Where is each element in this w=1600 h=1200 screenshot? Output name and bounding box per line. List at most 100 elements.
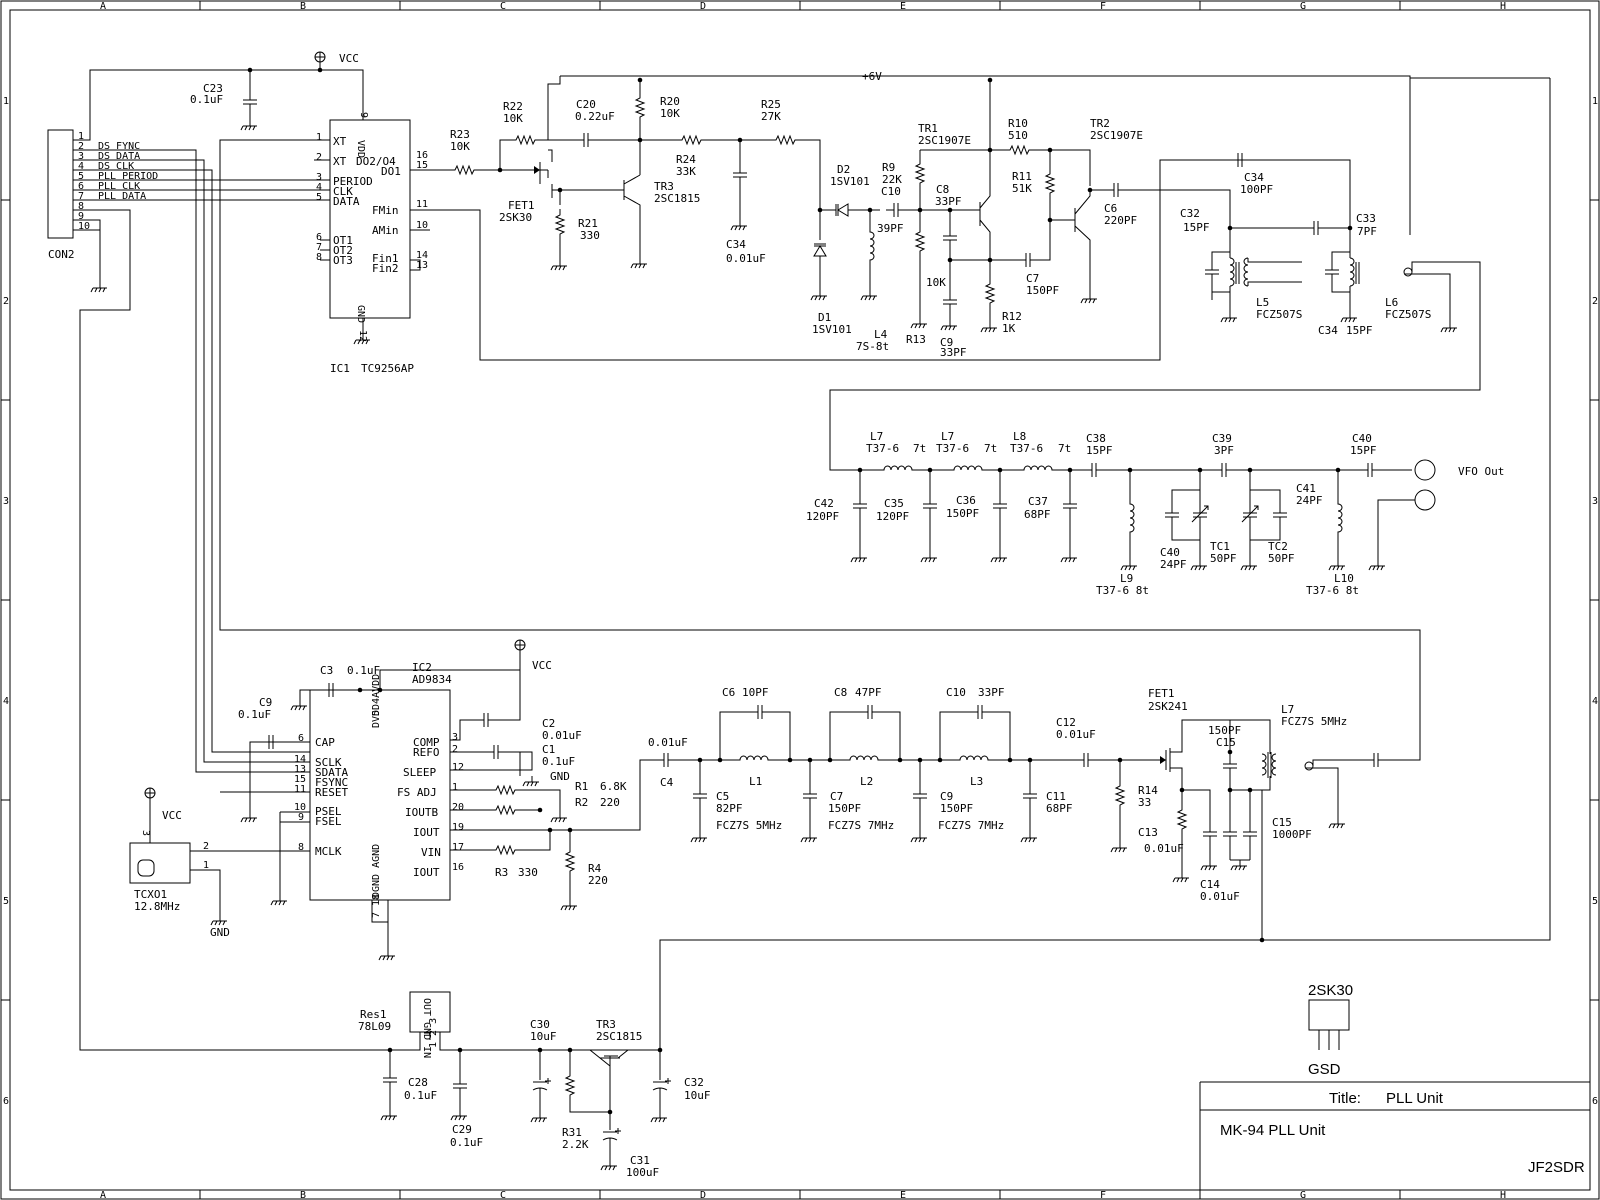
r4-value: 220 [588, 874, 608, 887]
ic2-pin-num: 9 [298, 812, 304, 823]
r11-ref: R11 [1012, 170, 1032, 183]
ic2-pin-label: RESET [315, 786, 348, 799]
l7-buf-ref: L7 [1281, 703, 1294, 716]
r13-buf-value: 33 [1138, 796, 1151, 809]
tcxo-value: 12.8MHz [134, 900, 180, 913]
signal-name: PLL DATA [98, 191, 146, 202]
ic1-pin-num: 2 [316, 152, 322, 163]
row-label: 6 [1592, 1096, 1598, 1107]
pin-num: 6 [78, 181, 84, 192]
ic2-pin-num: 17 [452, 842, 464, 853]
row-label: 1 [3, 96, 9, 107]
col-label: E [900, 1, 906, 12]
col-label: G [1300, 1, 1306, 12]
ic1-pin-num: 16 [416, 150, 428, 161]
c12-ref: C12 [1056, 716, 1076, 729]
c36-value: 150PF [946, 507, 979, 520]
ic2-pin-label: SLEEP [403, 766, 436, 779]
c39-ref: C39 [1212, 432, 1232, 445]
c42-value: 120PF [806, 510, 839, 523]
plus6v-label: +6V [862, 70, 882, 83]
r13-buf-ref: R14 [1138, 784, 1158, 797]
c33-value: 7PF [1357, 225, 1377, 238]
l5-ref: L5 [1256, 296, 1269, 309]
ic1-pin-label: XT [333, 155, 347, 168]
title-block: Title: PLL Unit MK-94 PLL Unit JF2SDR [1199, 1081, 1590, 1190]
dds-bandpass-filter: 0.01uF C4 C5 82PF FCZ7S 5MHz C6 10PF L1 … [648, 686, 1097, 843]
r10-ref: R10 [1008, 117, 1028, 130]
col-label: C [500, 1, 506, 12]
c23-ref: C23 [203, 82, 223, 95]
column-labels-top: A B C D E F G H [100, 1, 1506, 12]
connector-con2: CON2 1 2 3 4 5 6 7 8 9 10 DS FYNC DS DAT… [47, 69, 390, 1051]
c9-bpf-value: 150PF [940, 802, 973, 815]
c13-ref: C14 [1200, 878, 1220, 891]
ic1-pin-label: DO2/O4 [356, 155, 396, 168]
ic1-pin-num: 13 [416, 260, 428, 271]
c9-bpf-coil: FCZ7S 7MHz [938, 819, 1004, 832]
col-label: B [300, 1190, 306, 1200]
c28-ref: C28 [408, 1076, 428, 1089]
col-label: F [1100, 1190, 1106, 1200]
c6-bpf-value: 10PF [742, 686, 769, 699]
r2-value: 220 [600, 796, 620, 809]
fet2-ref: FET1 [1148, 687, 1175, 700]
r25-ref: R25 [761, 98, 781, 111]
signal-name: PLL CLK [98, 181, 140, 192]
vfo-lowpass-filter: VFO Out L7 T37-6 7t L7 T37-6 7t L8 T37-6… [806, 430, 1504, 597]
c6-value: 220PF [1104, 214, 1137, 227]
c37-value: 68PF [1024, 508, 1051, 521]
row-labels-right: 1 2 3 4 5 6 [1592, 96, 1598, 1107]
tr3-value: 2SC1815 [654, 192, 700, 205]
signal-name: PLL PERIOD [98, 171, 158, 182]
fet1-ref: FET1 [508, 199, 535, 212]
col-label: F [1100, 1, 1106, 12]
r31-ref: R31 [562, 1126, 582, 1139]
row-label: 2 [1592, 296, 1598, 307]
ic2-ad9834: IC2 AD9834 DVDD AVDD 5 4 DGND AGND 7 18 … [220, 661, 464, 918]
title-label: Title: [1329, 1090, 1361, 1107]
ic2-pin-num: 19 [452, 822, 464, 833]
row-label: 3 [1592, 496, 1598, 507]
regulator-section: OUT GND IN 1 2 3 Res1 78L09 C28 0.1uF C2… [358, 991, 711, 1179]
c34-ref: C34 [726, 238, 746, 251]
c32-reg-ref: C32 [684, 1076, 704, 1089]
ic1-pin-label: OT2 [333, 244, 353, 257]
ic1-pin-label: OT3 [333, 254, 353, 267]
col-label: H [1500, 1, 1506, 12]
col-label: G [1300, 1190, 1306, 1200]
col-label: A [100, 1190, 106, 1200]
c20-value: 0.22uF [575, 110, 615, 123]
tr2-ref: TR2 [1090, 117, 1110, 130]
package-part: 2SK30 [1308, 982, 1353, 999]
d2-value: 1SV101 [830, 175, 870, 188]
pin-num: 2 [78, 141, 84, 152]
c34b-ref: C34 [1244, 171, 1264, 184]
ic1-gnd: GND [355, 305, 366, 323]
tc2-value: 50PF [1268, 552, 1295, 565]
ic2-pin-num: 15 [294, 774, 306, 785]
r14-value: 0.01uF [1144, 842, 1184, 855]
ic2-top-nums: 5 4 [371, 698, 382, 716]
buffer-amp: R14 33 C13 0.01uF FET1 2SK241 C14 0.01uF… [659, 77, 1551, 1050]
l7b-ref: L7 [941, 430, 954, 443]
r10-value: 510 [1008, 129, 1028, 142]
ic2-part: AD9834 [412, 673, 452, 686]
l10-ref: L10 [1334, 572, 1354, 585]
d2-ref: D2 [837, 163, 850, 176]
c34b-value: 100PF [1240, 183, 1273, 196]
c3-ref: C3 [320, 664, 333, 677]
ic1-pin-num: 15 [416, 160, 428, 171]
c41-ref: C41 [1296, 482, 1316, 495]
ic2-pin-num: 11 [294, 784, 306, 795]
ic2-pin-label: SCLK [315, 756, 342, 769]
pin-num: 9 [78, 211, 84, 222]
l6-ref: L6 [1385, 296, 1398, 309]
ic1-pin-label: FMin [372, 204, 399, 217]
ic2-pin-label: VIN [421, 846, 441, 859]
c8-value: 33PF [935, 195, 962, 208]
fet2-value: 2SK241 [1148, 700, 1188, 713]
vco-section: +6V R23 10K R22 10K FET1 2SK30 R21 330 C… [440, 70, 1481, 471]
c8-bpf-value: 47PF [855, 686, 882, 699]
